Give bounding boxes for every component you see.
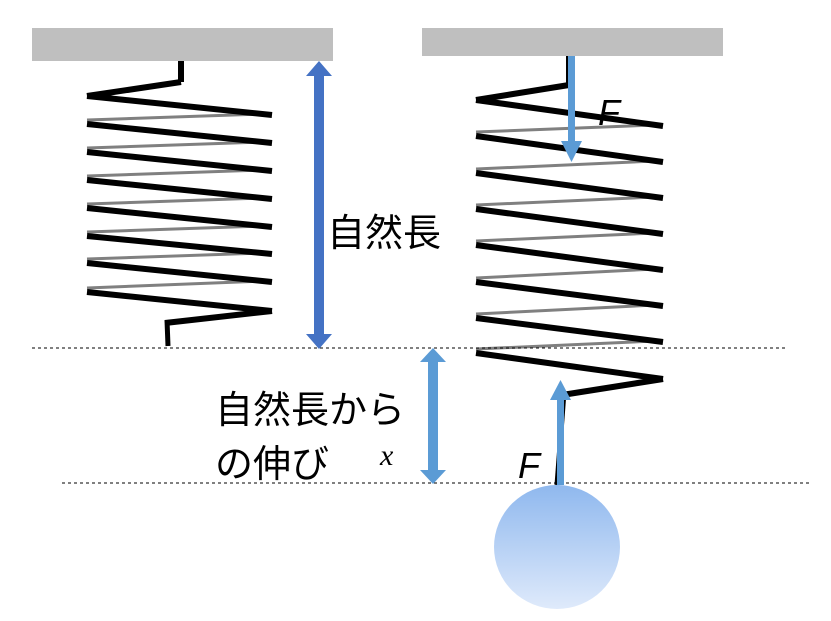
spring-front-coil <box>86 260 273 285</box>
spring-stretched <box>475 56 664 486</box>
spring-front-coil <box>475 350 664 382</box>
natural-length-label: 自然長 <box>327 211 441 255</box>
spring-back-coil <box>86 196 265 206</box>
spring-front-coil <box>475 206 664 237</box>
spring-back-coil <box>475 339 656 351</box>
spring-front-coil <box>86 149 273 174</box>
natural-length-arrow <box>306 61 332 349</box>
spring-front-coil <box>86 177 273 202</box>
spring-front-coil <box>86 121 273 146</box>
spring-back-coil <box>475 267 656 280</box>
spring-back-coil <box>475 159 656 171</box>
spring-front-coil <box>86 205 273 230</box>
spring-front-coil <box>86 233 273 257</box>
spring-back-coil <box>86 168 265 178</box>
spring-back-coil <box>475 195 656 207</box>
spring-natural-length <box>86 61 273 347</box>
spring-front-coil <box>475 315 664 345</box>
spring-back-coil <box>86 279 265 290</box>
spring-front-coil <box>86 93 273 118</box>
spring-front-coil <box>475 242 664 273</box>
extension-arrow <box>420 348 446 484</box>
spring-front-coil <box>475 82 570 103</box>
spring-back-coil <box>475 123 656 134</box>
force-arrow-down <box>561 56 582 162</box>
spring-back-coil <box>86 224 265 234</box>
spring-front-coil <box>561 376 664 398</box>
force-label-bottom: F <box>518 445 542 486</box>
spring-back-coil <box>86 112 265 122</box>
spring-back-coil <box>475 231 656 243</box>
spring-front-coil <box>86 289 273 314</box>
force-arrow-up <box>550 380 571 485</box>
ball <box>494 485 620 609</box>
force-label-top: F <box>598 92 622 133</box>
ceiling-left <box>32 28 333 61</box>
spring-front-coil <box>86 79 182 99</box>
ceiling-right <box>422 28 723 56</box>
extension-symbol: x <box>379 439 394 472</box>
extension-label-line1: 自然長から <box>215 388 405 432</box>
spring-back-coil <box>86 140 265 150</box>
spring-front-coil <box>475 279 664 309</box>
spring-back-coil <box>86 251 265 261</box>
spring-bottom-hook <box>164 319 171 347</box>
spring-front-coil <box>475 170 664 201</box>
spring-front-coil <box>164 308 273 326</box>
extension-label-line2: の伸び <box>215 442 329 486</box>
spring-back-coil <box>475 303 656 316</box>
